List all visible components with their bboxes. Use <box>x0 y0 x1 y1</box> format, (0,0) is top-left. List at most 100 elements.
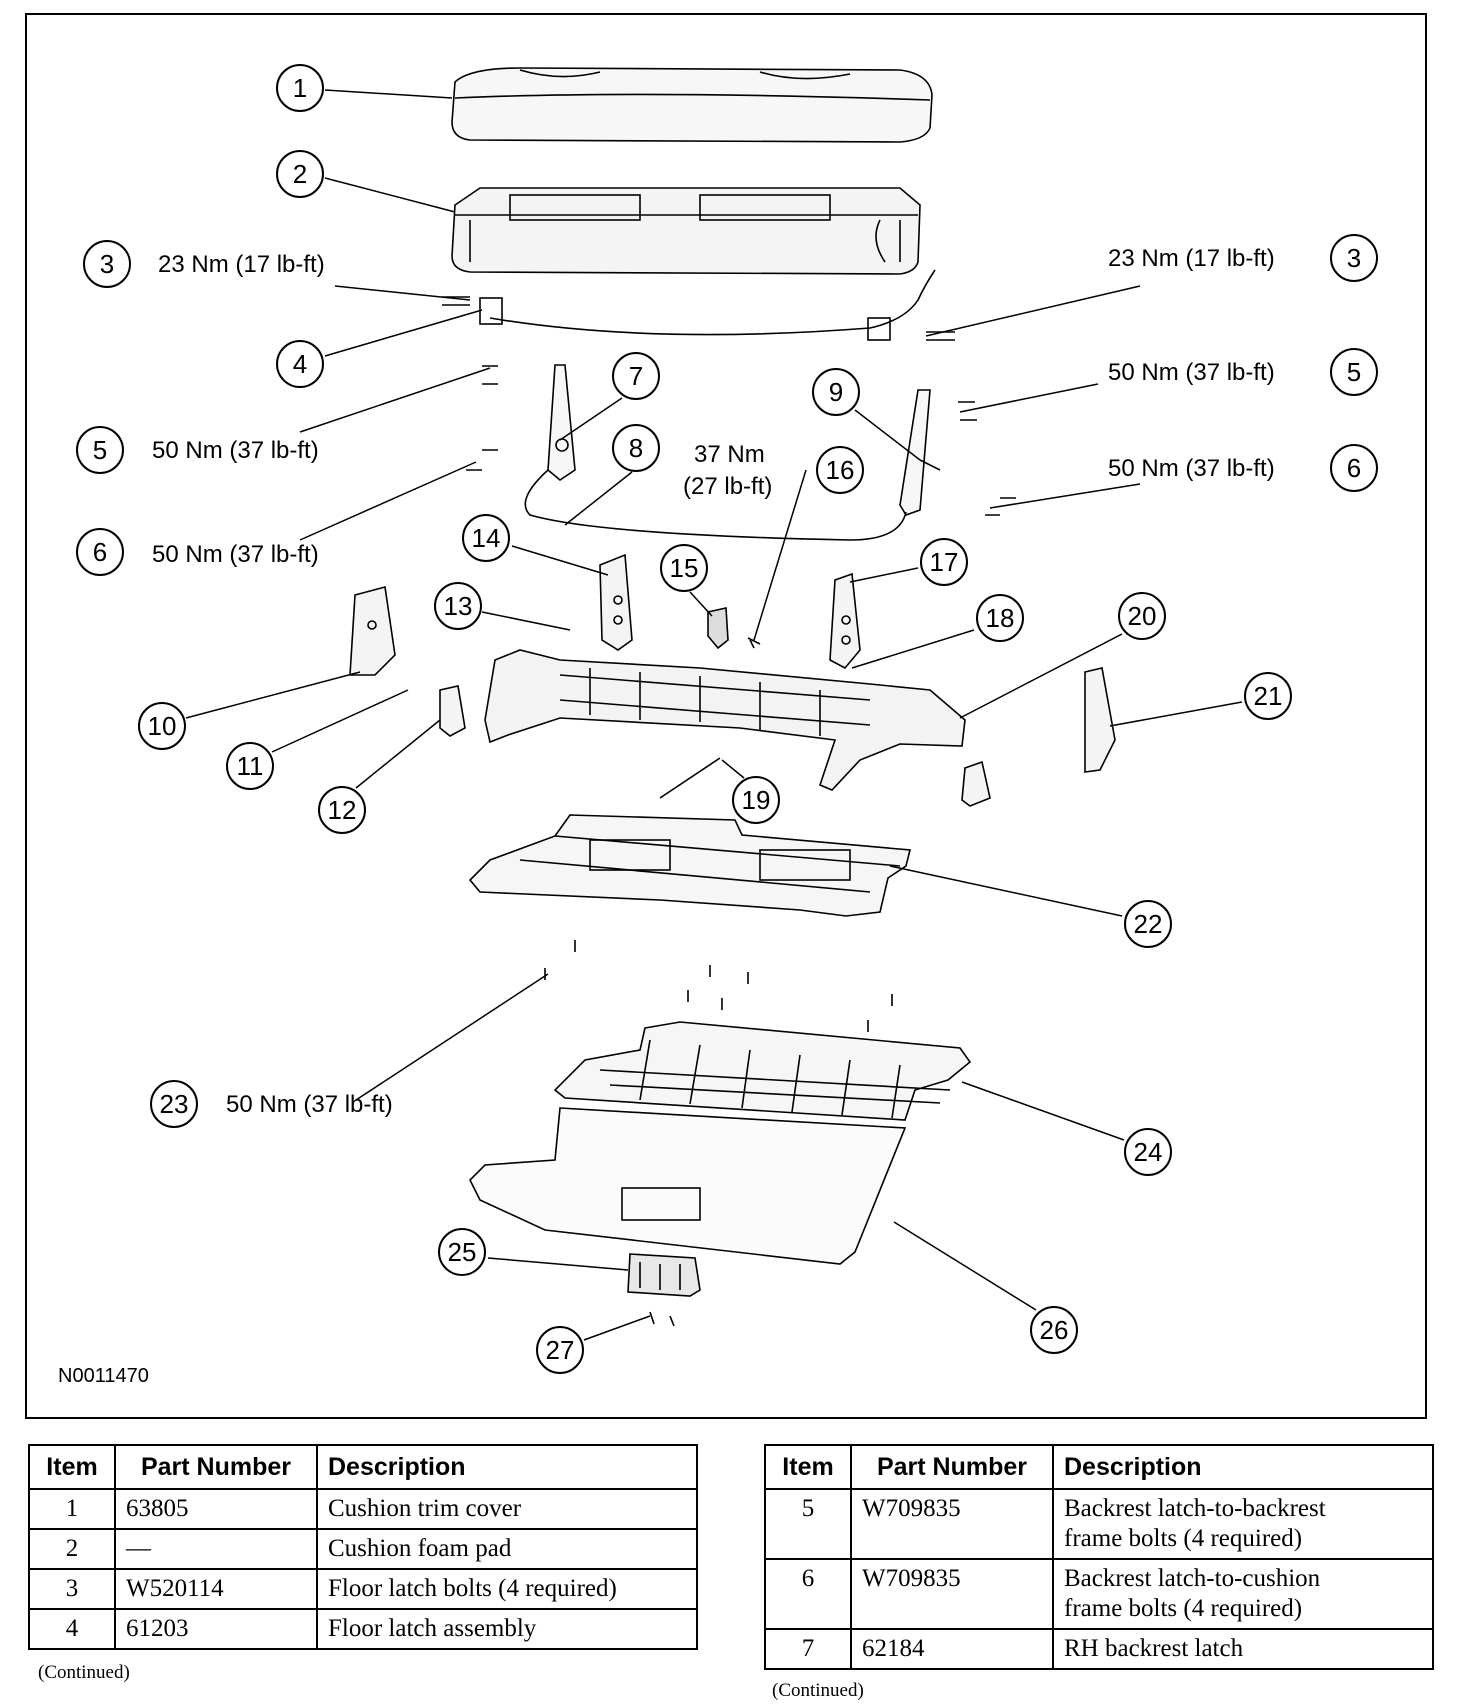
callout-circle <box>1030 1306 1078 1354</box>
table-header-row: Item Part Number Description <box>764 1444 1434 1490</box>
torque-label-item3-left: 23 Nm (17 lb-ft) <box>158 251 325 278</box>
leader-line-item-23 <box>355 973 549 1101</box>
callout-number: 12 <box>328 795 357 825</box>
callout-circle <box>660 544 708 592</box>
callout-item-24: 24 <box>1124 1128 1172 1176</box>
leader-line-item-15 <box>689 591 713 617</box>
callout-number: 5 <box>93 435 107 465</box>
callout-number: 21 <box>1254 681 1283 711</box>
description-line: Cushion foam pad <box>328 1535 512 1562</box>
callout-circle <box>150 1080 198 1128</box>
callout-item-12: 12 <box>318 786 366 834</box>
callout-circle <box>732 776 780 824</box>
callout-item-25: 25 <box>438 1228 486 1276</box>
callout-number: 7 <box>629 361 643 391</box>
callout-item-3: 3 <box>83 240 131 288</box>
callout-item-7: 7 <box>612 352 660 400</box>
callout-number: 15 <box>670 553 699 583</box>
callout-item-15: 15 <box>660 544 708 592</box>
leader-line-item-16 <box>753 469 807 641</box>
callout-number: 17 <box>930 547 959 577</box>
callout-item-9: 9 <box>812 368 860 416</box>
bracket-12-shape <box>439 685 466 737</box>
cushion-trim-cover-shape <box>451 67 933 143</box>
torque-label-item3-right: 23 Nm (17 lb-ft) <box>1108 245 1275 272</box>
leader-line-item-27 <box>583 1315 651 1341</box>
bracket-right-shape <box>961 760 991 807</box>
torque-label-item23: 50 Nm (37 lb-ft) <box>226 1091 393 1118</box>
description-line: Floor latch assembly <box>328 1615 537 1642</box>
leader-line-item-24 <box>961 1081 1125 1141</box>
handle-15-shape <box>707 607 729 650</box>
load-floor-24-shape <box>553 1021 972 1121</box>
callout-item-4: 4 <box>276 340 324 388</box>
leader-line-item-13 <box>481 611 571 631</box>
column-header-part-number: Part Number <box>850 1444 1054 1490</box>
leader-line-item-7 <box>559 397 623 441</box>
cell-description: Cushion trim cover <box>316 1488 698 1530</box>
leader-line-item-14 <box>511 545 609 576</box>
callout-number: 5 <box>1347 357 1361 387</box>
description-line: frame bolts (4 required) <box>1064 1525 1303 1552</box>
continued-note-right: (Continued) <box>772 1680 864 1701</box>
leader-line-item-6 <box>989 483 1141 509</box>
bolts-5-6-left <box>466 365 498 471</box>
callout-item-8: 8 <box>612 424 660 472</box>
callout-item-20: 20 <box>1118 592 1166 640</box>
callout-item-11: 11 <box>226 742 274 790</box>
callout-number: 18 <box>986 603 1015 633</box>
callout-item-19: 19 <box>732 776 780 824</box>
callout-number: 26 <box>1040 1315 1069 1345</box>
cell-part-number: W520114 <box>114 1568 318 1610</box>
part-drawings <box>349 67 1116 1327</box>
callout-circle <box>976 594 1024 642</box>
callout-circle <box>76 426 124 474</box>
callout-circle <box>1330 234 1378 282</box>
callout-circle <box>1244 672 1292 720</box>
exploded-seat-diagram: 23 Nm (17 lb-ft) 23 Nm (17 lb-ft) 50 Nm … <box>25 13 1427 1419</box>
leader-line-item-12 <box>355 719 441 789</box>
table-row: 7 62184 RH backrest latch <box>764 1628 1434 1670</box>
callout-number: 22 <box>1134 909 1163 939</box>
leader-line-item-19 <box>721 759 745 779</box>
cell-part-number: W709835 <box>850 1488 1054 1560</box>
bracket-14-shape <box>599 553 633 651</box>
callout-item-16: 16 <box>816 446 864 494</box>
cell-description: Backrest latch-to-cushion frame bolts (4… <box>1052 1558 1434 1630</box>
cell-item: 2 <box>28 1528 116 1570</box>
spring-19-shape <box>659 757 721 799</box>
side-plate-10-shape <box>349 585 396 676</box>
seat-pan-22-shape <box>468 814 912 917</box>
table-row: 3 W520114 Floor latch bolts (4 required) <box>28 1568 698 1610</box>
callout-item-3: 3 <box>1330 234 1378 282</box>
leader-line-item-4 <box>324 309 483 357</box>
leader-line-item-3 <box>334 285 471 301</box>
description-line: Cushion trim cover <box>328 1495 522 1522</box>
screws-27 <box>649 1311 675 1327</box>
callout-circle <box>226 742 274 790</box>
callout-item-22: 22 <box>1124 900 1172 948</box>
parts-table-left: Item Part Number Description 1 63805 Cus… <box>28 1444 698 1650</box>
drawing-id: N0011470 <box>58 1365 149 1387</box>
callout-number: 1 <box>293 73 307 103</box>
callout-circle <box>318 786 366 834</box>
cell-item: 4 <box>28 1608 116 1650</box>
callout-number: 23 <box>160 1089 189 1119</box>
callout-circle <box>276 150 324 198</box>
cell-item: 6 <box>764 1558 852 1630</box>
leader-line-item-3 <box>925 285 1141 337</box>
callout-number: 3 <box>100 249 114 279</box>
leader-line-item-26 <box>893 1221 1037 1311</box>
callout-circle <box>812 368 860 416</box>
leader-lines <box>185 89 1243 1341</box>
leader-line-item-25 <box>487 1257 629 1271</box>
column-header-item: Item <box>28 1444 116 1490</box>
cell-part-number: — <box>114 1528 318 1570</box>
callout-circle <box>138 702 186 750</box>
callout-number: 20 <box>1128 601 1157 631</box>
description-line: frame bolts (4 required) <box>1064 1595 1303 1622</box>
callout-item-6: 6 <box>1330 444 1378 492</box>
cushion-frame-20-shape <box>484 649 966 791</box>
leader-line-item-8 <box>564 471 633 526</box>
table-row: 4 61203 Floor latch assembly <box>28 1608 698 1650</box>
